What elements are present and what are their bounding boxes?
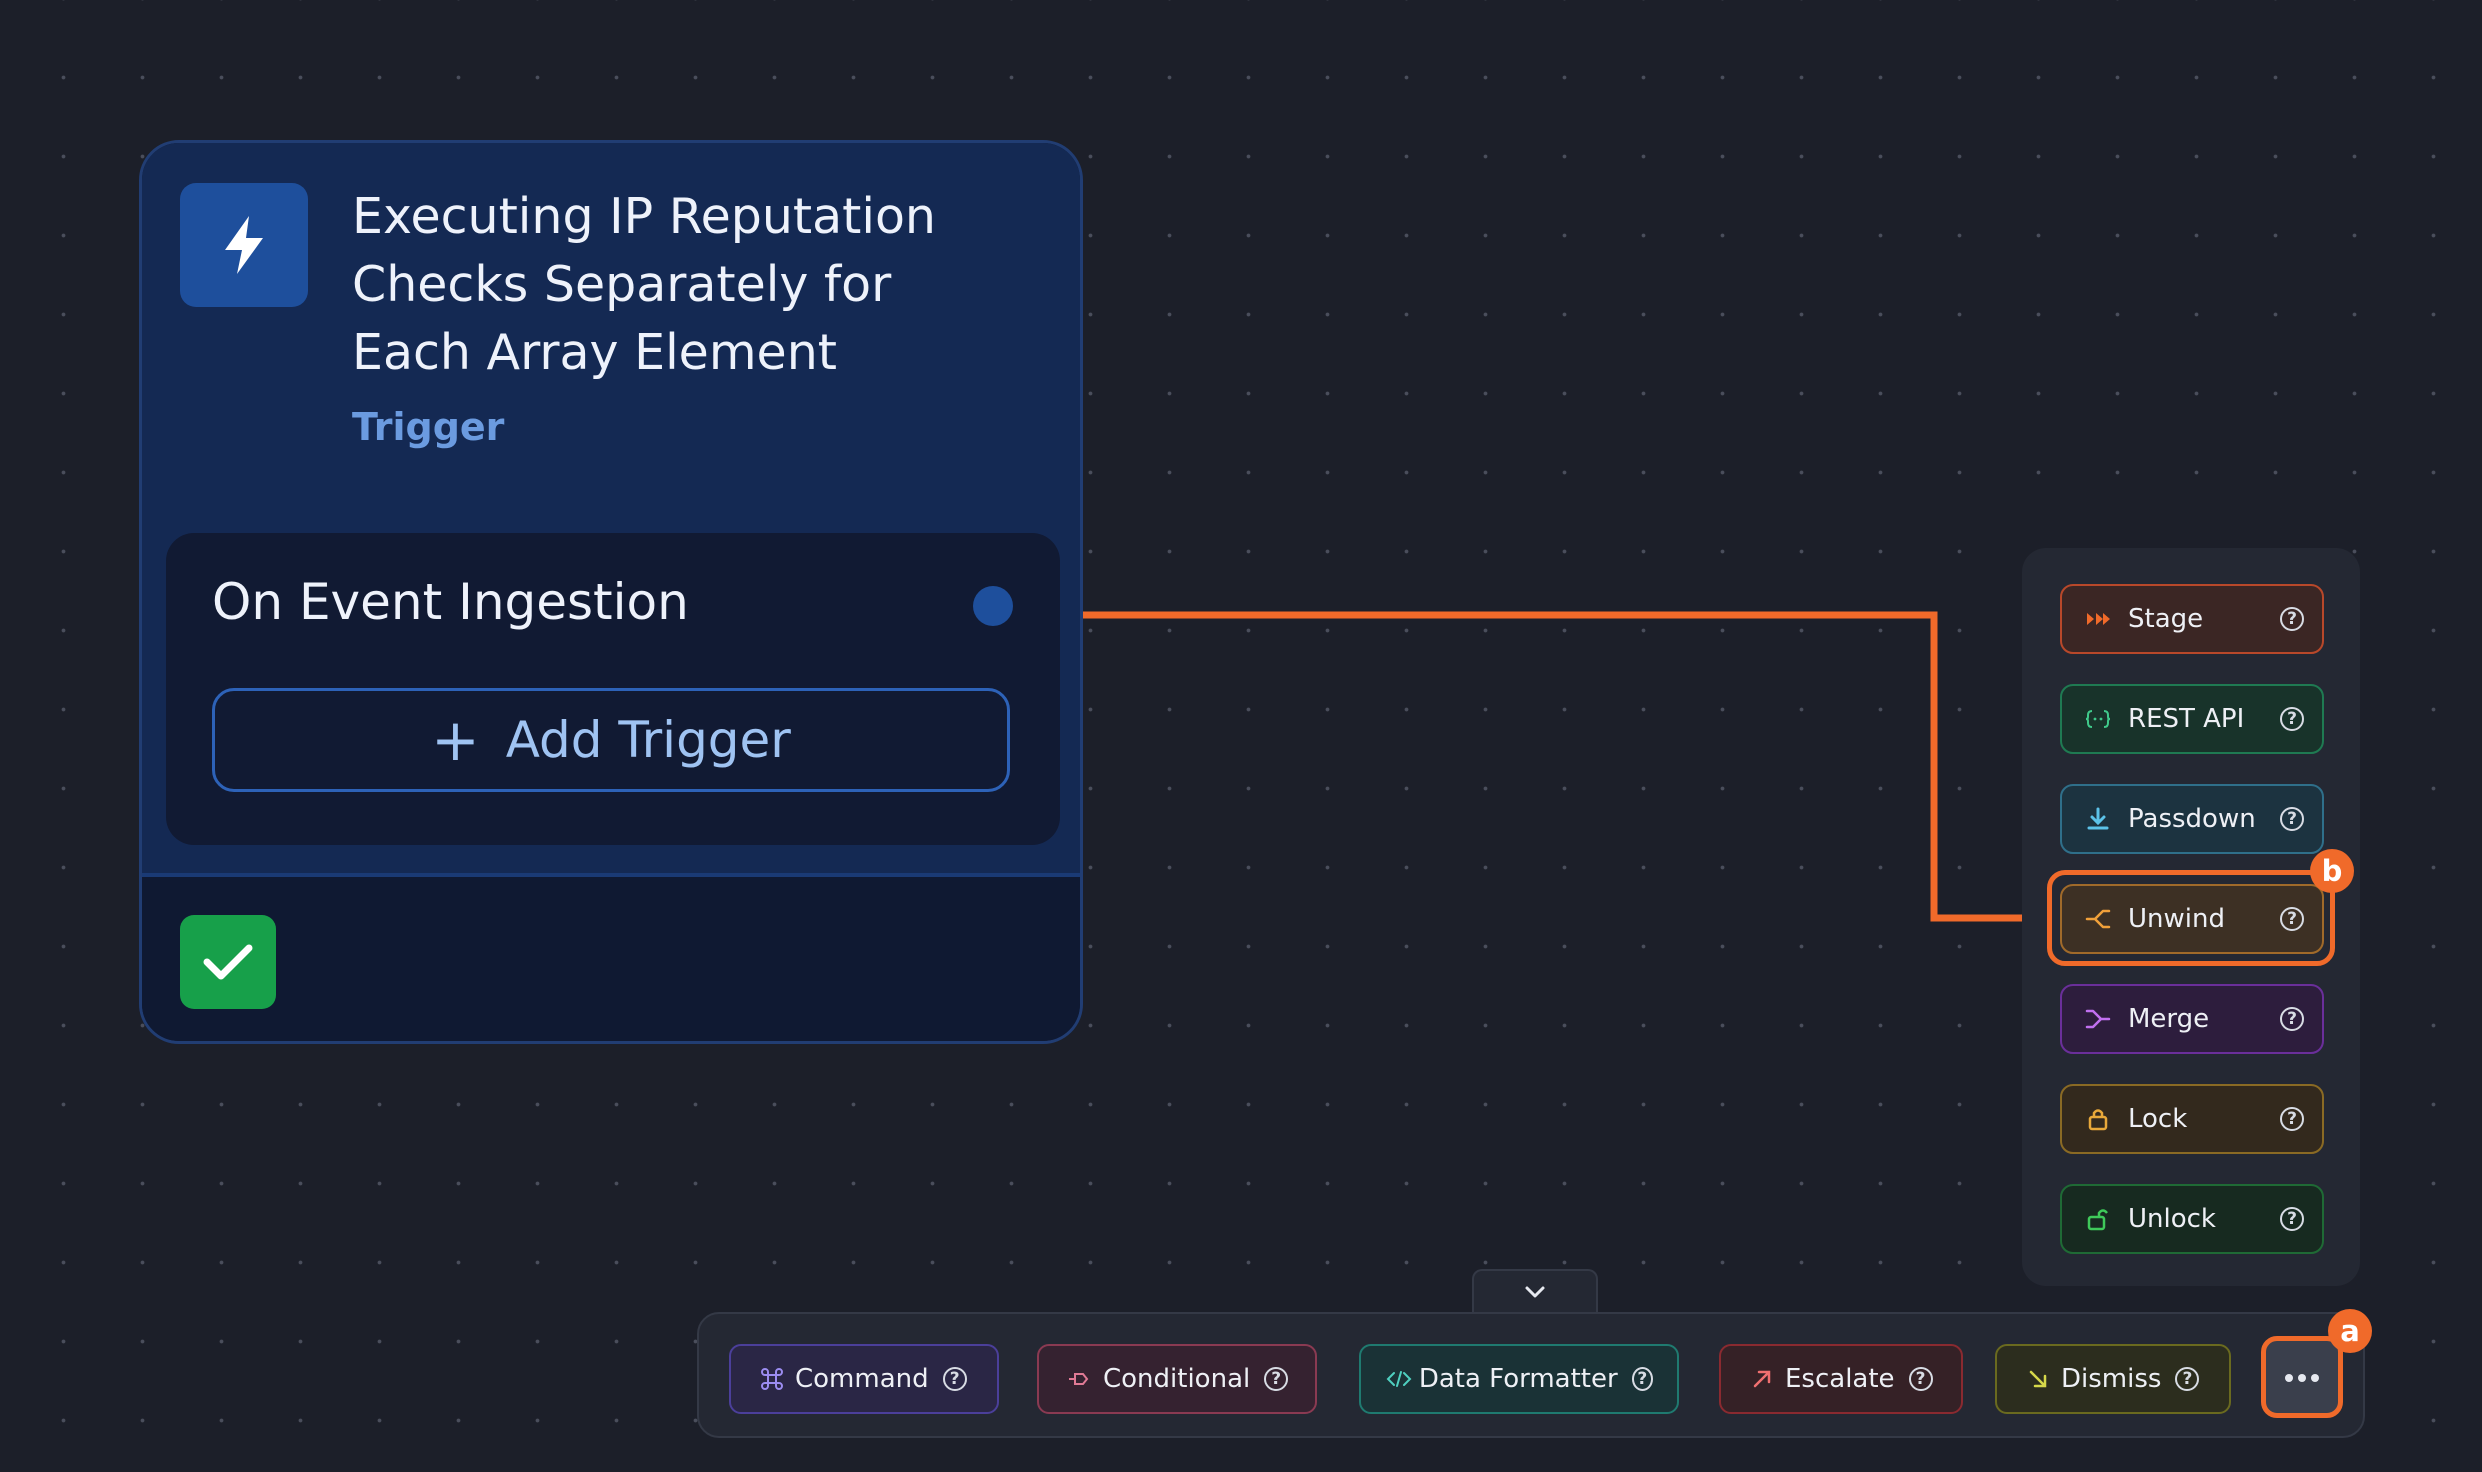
- node-title: Executing IP Reputation Checks Separatel…: [352, 188, 936, 381]
- node-palette: Stage ? REST API ? Passdown ? Unwind ? M…: [2022, 548, 2360, 1286]
- plus-icon: +: [431, 706, 480, 774]
- condition-icon: [1057, 1371, 1103, 1387]
- chevron-down-icon: [1524, 1284, 1546, 1303]
- trigger-node[interactable]: Executing IP Reputation Checks Separatel…: [139, 140, 1083, 1044]
- palette-item-label: Passdown: [2128, 804, 2256, 834]
- help-icon[interactable]: ?: [2280, 707, 2304, 731]
- unlock-icon: [2068, 1207, 2128, 1231]
- help-icon[interactable]: ?: [1631, 1367, 1653, 1391]
- palette-item-passdown[interactable]: Passdown ?: [2060, 784, 2324, 854]
- palette-item-label: Merge: [2128, 1004, 2210, 1034]
- palette-item-unlock[interactable]: Unlock ?: [2060, 1184, 2324, 1254]
- command-icon: [749, 1367, 795, 1391]
- palette-item-label: REST API: [2128, 704, 2245, 734]
- toolbar-item-label: Data Formatter: [1418, 1364, 1618, 1394]
- help-icon[interactable]: ?: [2280, 1007, 2304, 1031]
- arrow-up-right-icon: [1739, 1368, 1785, 1390]
- palette-item-stage[interactable]: Stage ?: [2060, 584, 2324, 654]
- ellipsis-icon: [2284, 1368, 2320, 1387]
- trigger-event-label: On Event Ingestion: [212, 573, 689, 631]
- add-trigger-button[interactable]: + Add Trigger: [212, 688, 1010, 792]
- help-icon[interactable]: ?: [2280, 907, 2304, 931]
- output-port-dot[interactable]: [973, 586, 1013, 626]
- braces-icon: [2068, 709, 2128, 729]
- toolbar-item-escalate[interactable]: Escalate ?: [1719, 1344, 1963, 1414]
- palette-item-label: Unwind: [2128, 904, 2225, 934]
- bottom-toolbar: Command ? Conditional ? Data Formatter ?…: [697, 1312, 2365, 1438]
- help-icon[interactable]: ?: [2280, 807, 2304, 831]
- palette-item-unwind[interactable]: Unwind ?: [2060, 884, 2324, 954]
- lightning-bolt-icon: [180, 183, 308, 307]
- palette-item-lock[interactable]: Lock ?: [2060, 1084, 2324, 1154]
- collapse-toolbar-button[interactable]: [1472, 1269, 1598, 1315]
- toolbar-item-command[interactable]: Command ?: [729, 1344, 999, 1414]
- toolbar-item-label: Escalate: [1785, 1364, 1895, 1394]
- palette-item-rest-api[interactable]: REST API ?: [2060, 684, 2324, 754]
- toolbar-item-dismiss[interactable]: Dismiss ?: [1995, 1344, 2231, 1414]
- help-icon[interactable]: ?: [1908, 1367, 1933, 1391]
- help-icon[interactable]: ?: [942, 1367, 967, 1391]
- toolbar-item-label: Command: [795, 1364, 929, 1394]
- palette-item-label: Unlock: [2128, 1204, 2216, 1234]
- help-icon[interactable]: ?: [2175, 1367, 2200, 1391]
- help-icon[interactable]: ?: [2280, 1107, 2304, 1131]
- toolbar-item-conditional[interactable]: Conditional ?: [1037, 1344, 1317, 1414]
- lock-icon: [2068, 1107, 2128, 1131]
- toolbar-item-label: Dismiss: [2061, 1364, 2162, 1394]
- download-icon: [2068, 807, 2128, 831]
- unwind-highlight-frame: [2047, 870, 2335, 966]
- arrow-down-right-icon: [2015, 1368, 2061, 1390]
- merge-arrow-icon: [2068, 1008, 2128, 1030]
- checkmark-icon: [180, 915, 276, 1009]
- double-chevron-icon: [2068, 610, 2128, 628]
- help-icon[interactable]: ?: [1264, 1367, 1289, 1391]
- trigger-panel: On Event Ingestion + Add Trigger: [166, 533, 1060, 845]
- palette-item-label: Lock: [2128, 1104, 2188, 1134]
- add-trigger-label: Add Trigger: [505, 711, 791, 769]
- palette-item-label: Stage: [2128, 604, 2204, 634]
- toolbar-item-label: Conditional: [1103, 1364, 1251, 1394]
- node-subtitle: Trigger: [352, 405, 505, 449]
- palette-item-merge[interactable]: Merge ?: [2060, 984, 2324, 1054]
- toolbar-item-data-formatter[interactable]: Data Formatter ?: [1359, 1344, 1679, 1414]
- help-icon[interactable]: ?: [2280, 1207, 2304, 1231]
- split-arrow-icon: [2068, 908, 2128, 930]
- node-footer: [142, 873, 1080, 1041]
- help-icon[interactable]: ?: [2280, 607, 2304, 631]
- more-options-button[interactable]: [2261, 1336, 2343, 1418]
- annotation-badge-b: b: [2310, 849, 2354, 893]
- code-icon: [1379, 1370, 1419, 1388]
- annotation-badge-a: a: [2328, 1309, 2372, 1353]
